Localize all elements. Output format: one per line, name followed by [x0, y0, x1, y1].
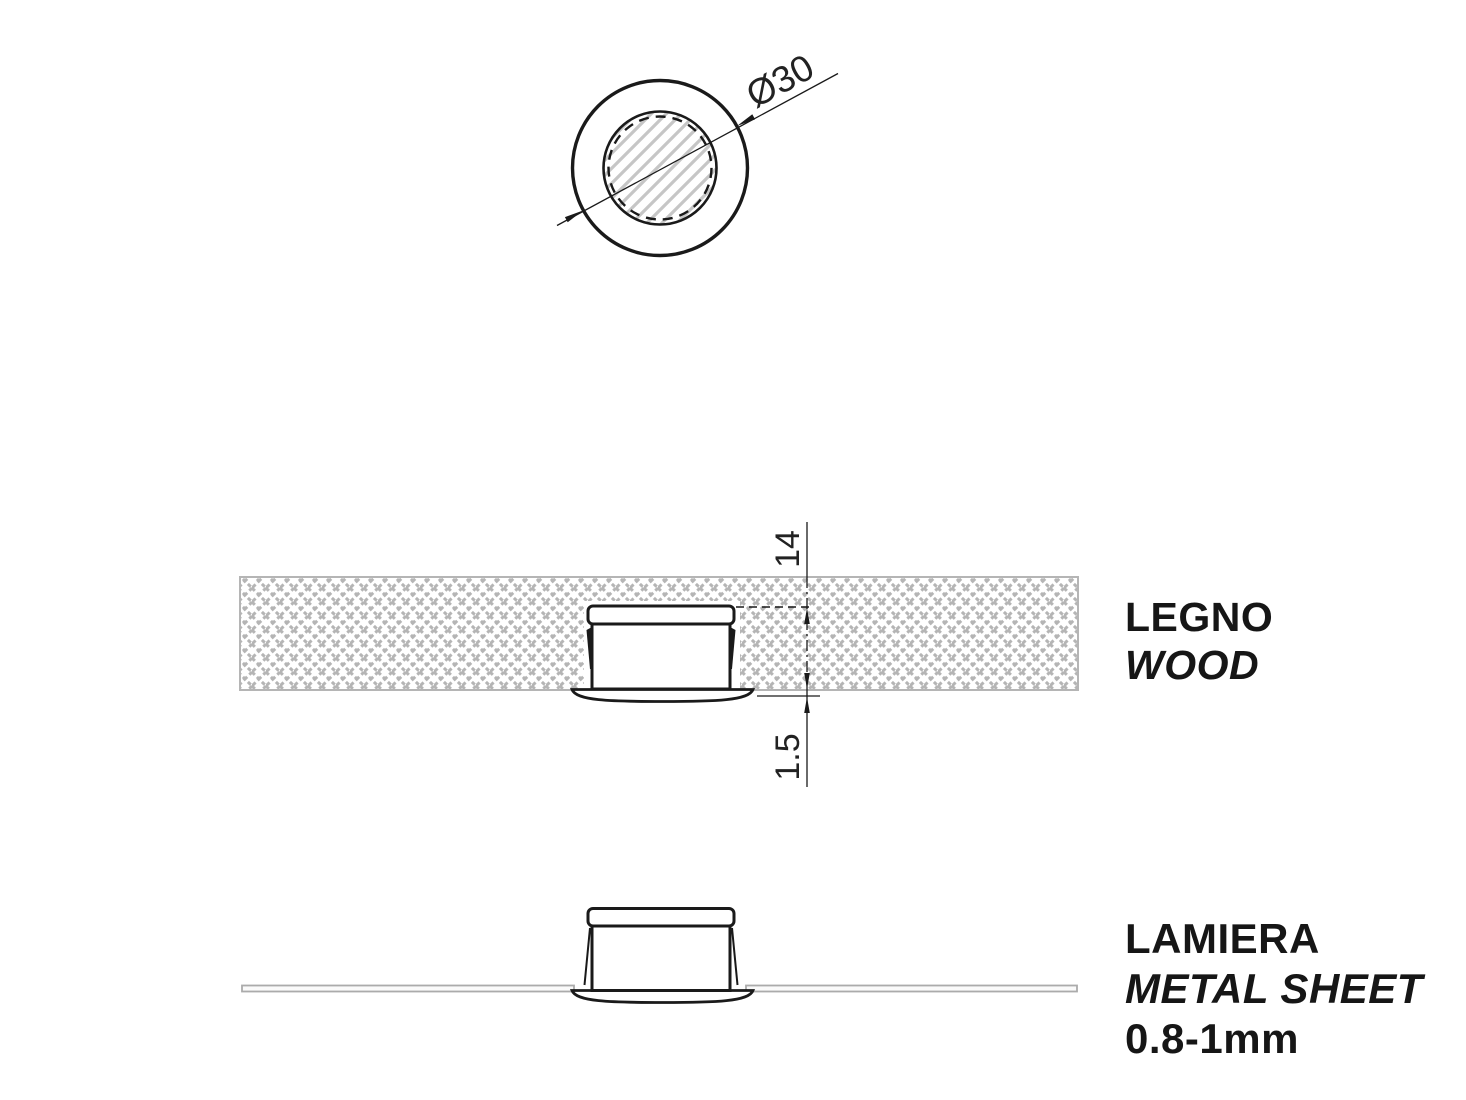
metal-label-english: METAL SHEET [1125, 965, 1423, 1012]
recess-depth-dimension-text: 14 [769, 530, 807, 568]
wood-label-english: WOOD [1125, 642, 1260, 688]
fixture-trim-flange [569, 688, 756, 703]
metal-thickness-label: 0.8-1mm [1125, 1015, 1299, 1062]
dimension-arrow-lower [564, 210, 583, 223]
wood-section-drawing: 14 1.5 [239, 522, 1079, 787]
fixture-trim-flange [569, 989, 756, 1004]
metal-label-italian: LAMIERA [1125, 915, 1320, 962]
dimension-arrow-upper [737, 114, 756, 126]
top-view-lens-hatch [604, 112, 716, 224]
top-view-drawing: Ø30 [556, 46, 839, 258]
flange-protrusion-dimension-text: 1.5 [769, 733, 807, 780]
fixture-spring-clip-left [586, 627, 592, 669]
depth-arrow-up [804, 608, 810, 624]
top-view-inner-circle [602, 110, 718, 226]
fixture-top-cap [586, 907, 736, 928]
fixture-body [590, 621, 732, 691]
fixture-spring-clips [583, 927, 739, 986]
fixture-body [590, 923, 732, 992]
wood-label-italian: LEGNO [1125, 594, 1274, 640]
metal-sheet-left [241, 984, 575, 993]
metal-material-label: LAMIERA METAL SHEET 0.8-1mm [1125, 914, 1423, 1064]
protrusion-arrow-up [804, 697, 810, 713]
metal-sheet-right [745, 984, 1078, 993]
fixture-top-cap [586, 604, 736, 626]
fixture-spring-clip-right [730, 627, 736, 669]
diameter-dimension-line [556, 72, 839, 227]
wood-material-label: LEGNO WOOD [1125, 593, 1273, 689]
top-view-hidden-edge-circle [607, 115, 713, 221]
metal-section-drawing [241, 907, 1078, 1004]
depth-arrow-down [804, 673, 810, 689]
